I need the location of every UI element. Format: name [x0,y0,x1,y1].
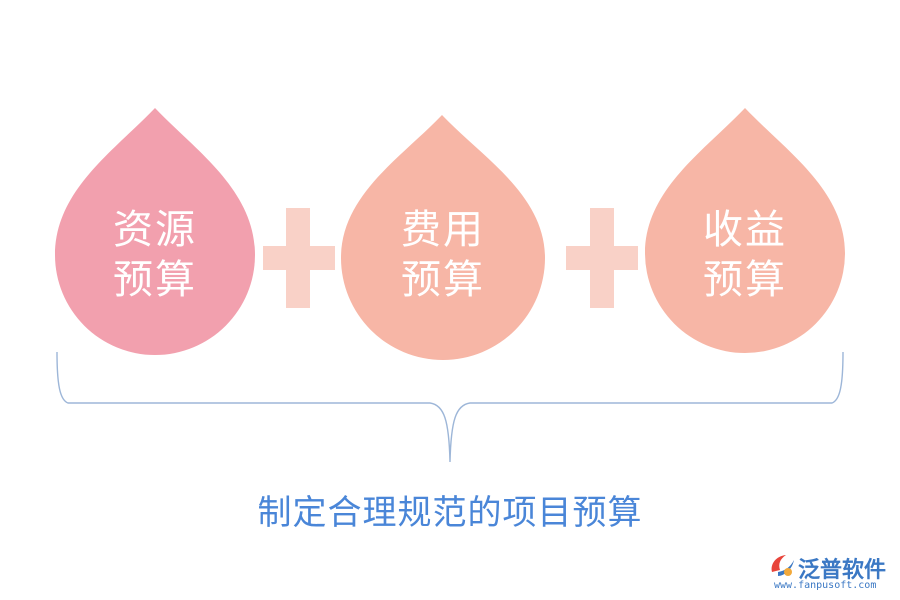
drop-label-line: 费用 [401,207,485,253]
drop-label-line: 收益 [703,207,787,253]
diagram-caption: 制定合理规范的项目预算 [257,493,643,533]
curly-brace [56,351,844,463]
drop-label-line: 资源 [113,207,197,253]
brand-watermark: 泛普软件 www.fanpusoft.com [768,552,896,596]
drop-label-line: 预算 [703,257,787,303]
drop-label-line: 预算 [401,257,485,303]
drop-shape-expense [341,115,545,360]
drop-shape-resource [55,108,255,355]
plus-icon [566,208,638,308]
drop-label-expense-budget: 费用 预算 [363,205,523,305]
fanpu-logo-icon [771,555,794,576]
brand-url: www.fanpusoft.com [774,580,877,591]
drop-label-resource-budget: 资源 预算 [75,205,235,305]
drop-shape-revenue [645,108,845,353]
drop-label-line: 预算 [113,257,197,303]
drop-label-revenue-budget: 收益 预算 [665,205,825,305]
plus-icon [263,208,335,308]
brand-name: 泛普软件 [798,558,887,583]
